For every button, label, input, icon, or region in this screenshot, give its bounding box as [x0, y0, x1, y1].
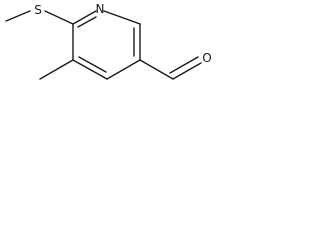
- sulfur-atom-label: S: [34, 3, 42, 17]
- bond-n1-c6: [103, 10, 141, 25]
- bond-c2-n1: [72, 10, 97, 25]
- bond-c2-n1-inner: [77, 16, 97, 28]
- oxygen-atom-label: O: [202, 51, 211, 65]
- bond-cho-oxygen: [172, 62, 202, 80]
- bond-c4-c3: [72, 59, 108, 80]
- bond-methyl-sulfur: [5, 10, 31, 22]
- chemical-structure-diagram: S N O: [5, 2, 212, 80]
- bond-c3-methyl: [39, 59, 74, 80]
- bond-cho-oxygen-second: [169, 56, 199, 74]
- bond-c4-c3-inner: [78, 56, 107, 73]
- nitrogen-atom-label: N: [96, 2, 105, 16]
- bond-sulfur-c2: [44, 10, 74, 25]
- bond-c5-cho: [139, 59, 174, 80]
- bond-c5-c4: [106, 59, 141, 80]
